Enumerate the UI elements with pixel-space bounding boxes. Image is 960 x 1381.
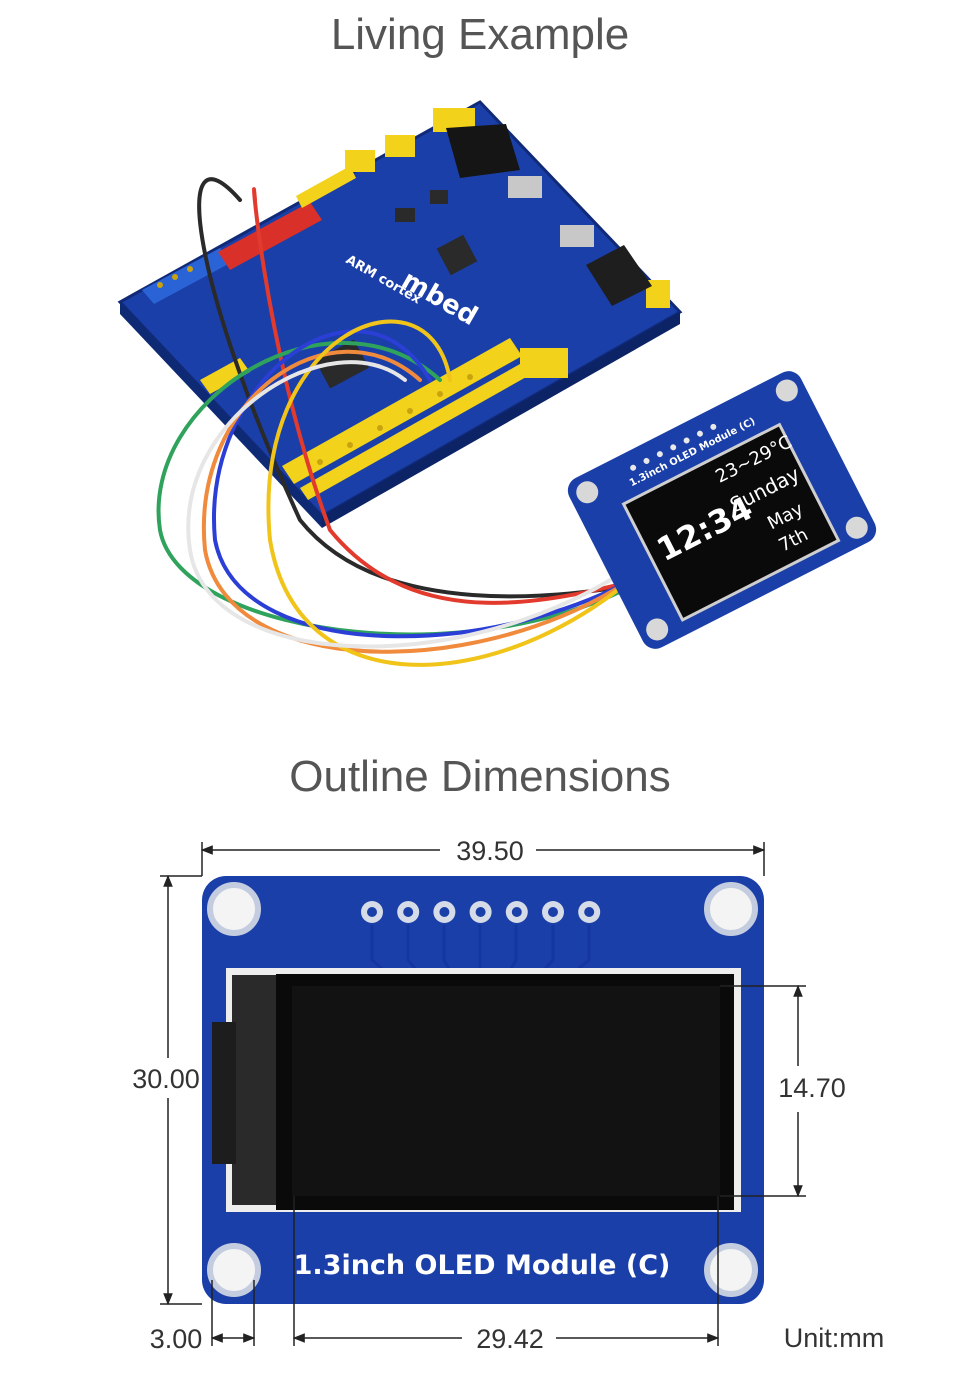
oled-module-photo: 12:34 23~29°C Sunday May 7th 1.3inch OLE… — [567, 371, 877, 649]
mounting-holes — [207, 882, 758, 1297]
dim-display-width-label: 29.42 — [476, 1324, 544, 1354]
living-example-title: Living Example — [330, 10, 630, 59]
living-example-illustration: mbed ARM cortex 12:34 23~29°C Sunday May… — [117, 100, 877, 667]
pin-hole — [403, 907, 414, 917]
module-silkscreen-label: 1.3inch OLED Module (C) — [294, 1250, 671, 1281]
pin-hole — [367, 907, 377, 917]
dim-width — [200, 842, 766, 876]
pin-hole — [475, 907, 486, 917]
outline-drawing: 1.3inch OLED Module (C) 39.50 30.00 14.7… — [132, 836, 885, 1354]
dim-display-height — [720, 984, 806, 1198]
dim-hole-offset-label: 3.00 — [150, 1324, 203, 1354]
pin-hole — [439, 907, 450, 917]
dim-height — [160, 874, 202, 1306]
pin-pads — [361, 901, 601, 923]
dim-display-width — [292, 1196, 720, 1346]
mcu-board: mbed ARM cortex — [117, 100, 683, 528]
pin-hole — [511, 907, 522, 917]
jumper-wires — [156, 177, 667, 667]
dim-height-label: 30.00 — [132, 1064, 200, 1094]
dim-hole-offset — [210, 1280, 256, 1346]
pin-hole — [548, 907, 558, 917]
module-pcb: 1.3inch OLED Module (C) — [202, 876, 764, 1304]
unit-label: Unit:mm — [784, 1323, 885, 1353]
dim-width-label: 39.50 — [456, 836, 524, 866]
outline-dimensions-title: Outline Dimensions — [289, 752, 671, 801]
pin-hole — [584, 907, 595, 917]
dim-display-height-label: 14.70 — [778, 1073, 846, 1103]
